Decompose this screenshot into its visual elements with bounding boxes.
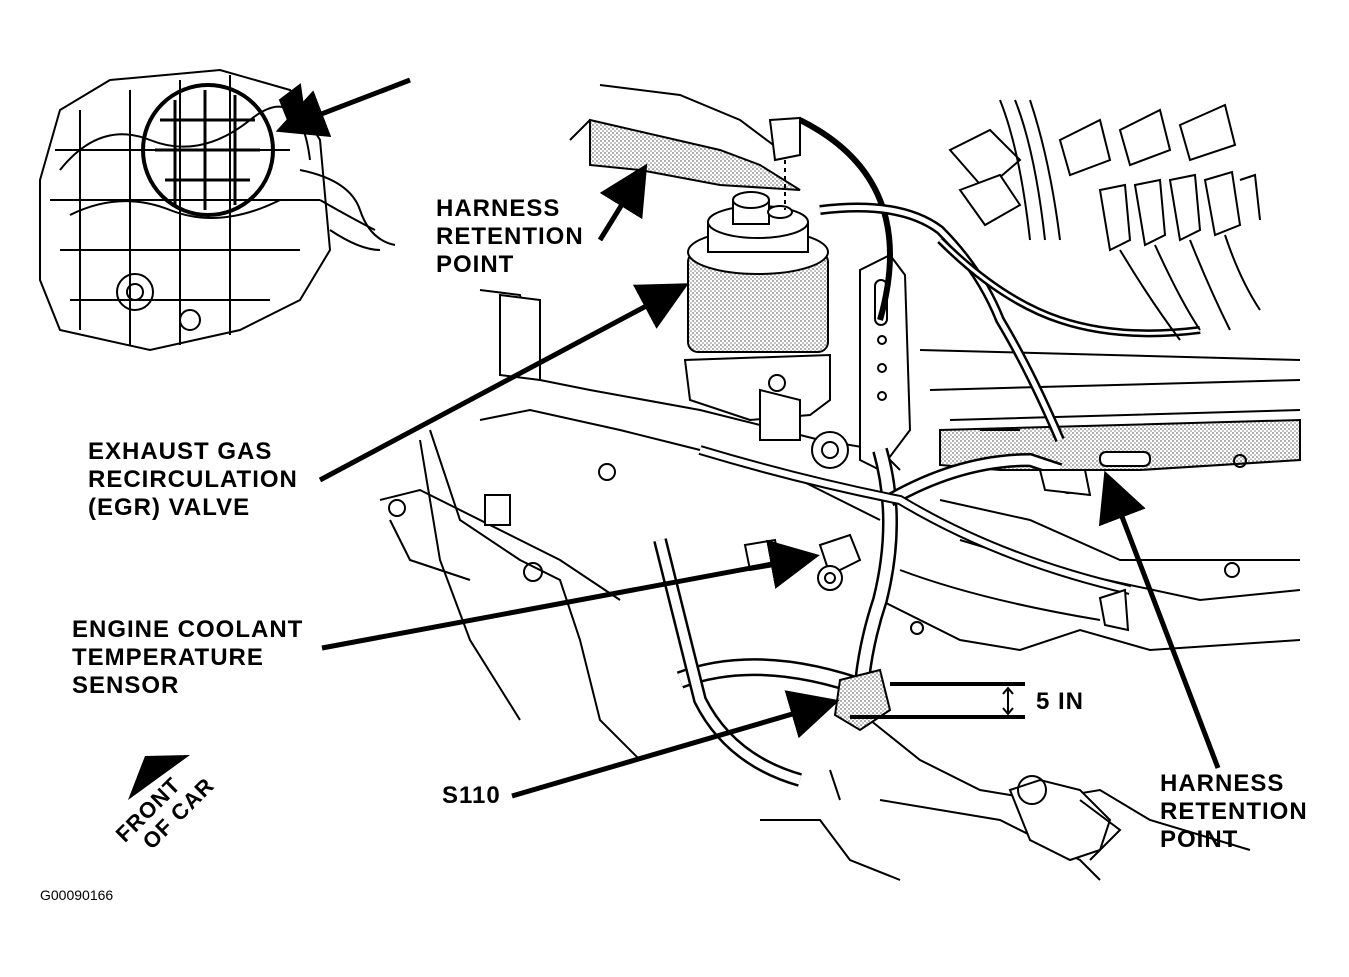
engine-inset	[39, 68, 396, 352]
inset-pointer-arrow	[275, 77, 411, 137]
s110-label: S110	[442, 782, 501, 809]
egr-valve-label: EXHAUST GAS RECIRCULATION (EGR) VALVE	[88, 438, 298, 521]
engine-main	[379, 84, 1301, 881]
harness-retention-point-top-label: HARNESS RETENTION POINT	[436, 195, 584, 278]
coolant-sensor-label: ENGINE COOLANT TEMPERATURE SENSOR	[72, 616, 304, 699]
leader-lines	[318, 163, 1221, 799]
harness-retention-point-right-label: HARNESS RETENTION POINT	[1160, 770, 1308, 853]
dimension-label: 5 IN	[1036, 688, 1085, 715]
figure-id: G00090166	[40, 887, 114, 903]
coolant-sensor	[743, 533, 862, 591]
egr-valve	[683, 191, 849, 469]
front-of-car-arrow	[128, 755, 190, 800]
plug-boots	[1098, 170, 1261, 341]
